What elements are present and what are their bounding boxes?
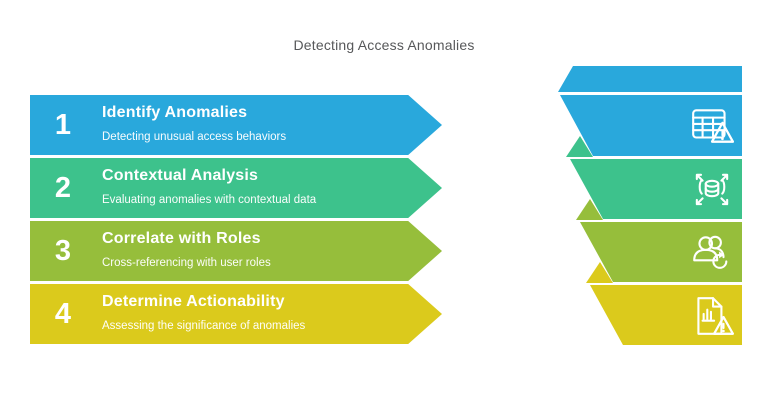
step-title: Identify Anomalies [102, 104, 248, 121]
ribbon-band-3 [580, 222, 742, 282]
step-subtitle: Detecting unusual access behaviors [102, 131, 287, 143]
page-title: Detecting Access Anomalies [293, 37, 475, 53]
step-subtitle: Cross-referencing with user roles [102, 257, 271, 269]
step-number: 2 [54, 171, 72, 204]
step-subtitle: Evaluating anomalies with contextual dat… [102, 194, 317, 206]
document-chart-warning-icon [689, 293, 735, 339]
step-subtitle: Assessing the significance of anomalies [102, 320, 306, 332]
ribbon-fold-4 [586, 262, 613, 283]
step-banner-1: 1 Identify Anomalies Detecting unusual a… [30, 95, 442, 155]
step-title: Correlate with Roles [102, 230, 261, 247]
step-banner-3: 3 Correlate with Roles Cross-referencing… [30, 221, 442, 281]
users-sync-icon [689, 230, 735, 276]
step-number: 4 [54, 297, 72, 330]
table-warning-icon [689, 103, 735, 149]
ribbon-top-fold [558, 66, 742, 92]
ribbon-fold-2 [566, 136, 593, 157]
step-banner-4: 4 Determine Actionability Assessing the … [30, 284, 442, 344]
step-number: 1 [54, 108, 72, 141]
database-expand-icon [689, 167, 735, 213]
step-number: 3 [54, 234, 72, 267]
step-title: Determine Actionability [102, 293, 285, 310]
step-banner-2: 2 Contextual Analysis Evaluating anomali… [30, 158, 442, 218]
ribbon-band-4 [590, 285, 742, 345]
step-title: Contextual Analysis [102, 167, 259, 184]
ribbon-fold-3 [576, 199, 603, 220]
